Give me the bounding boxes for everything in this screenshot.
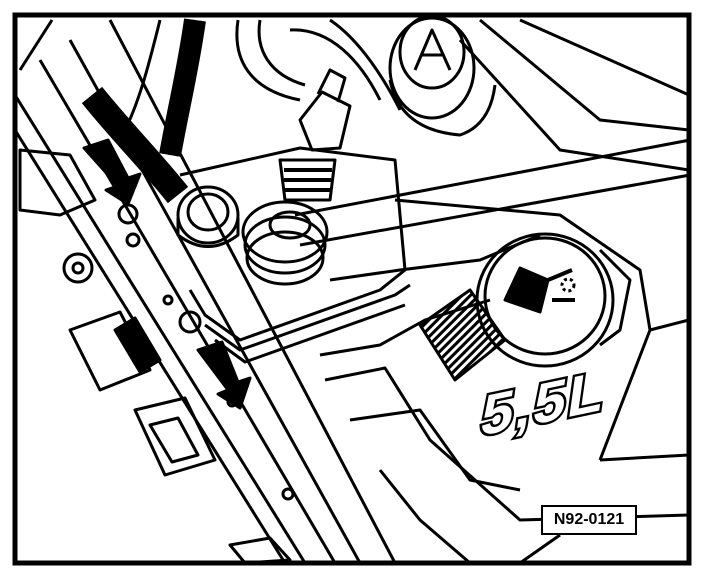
arrow-upper-left xyxy=(82,138,142,206)
illustration-frame xyxy=(12,12,692,566)
cylinder-head-cutouts xyxy=(18,148,292,563)
engine-rail xyxy=(15,19,397,563)
reservoir-cap xyxy=(388,15,497,137)
reference-code-box: N92-0121 xyxy=(541,505,637,535)
coolant-pipes xyxy=(235,18,402,111)
ribbed-grip xyxy=(418,288,507,382)
mounting-bolt xyxy=(176,185,240,248)
sensor-connector xyxy=(241,68,352,286)
reference-code: N92-0121 xyxy=(553,511,625,528)
corrugated-hose xyxy=(81,18,206,204)
